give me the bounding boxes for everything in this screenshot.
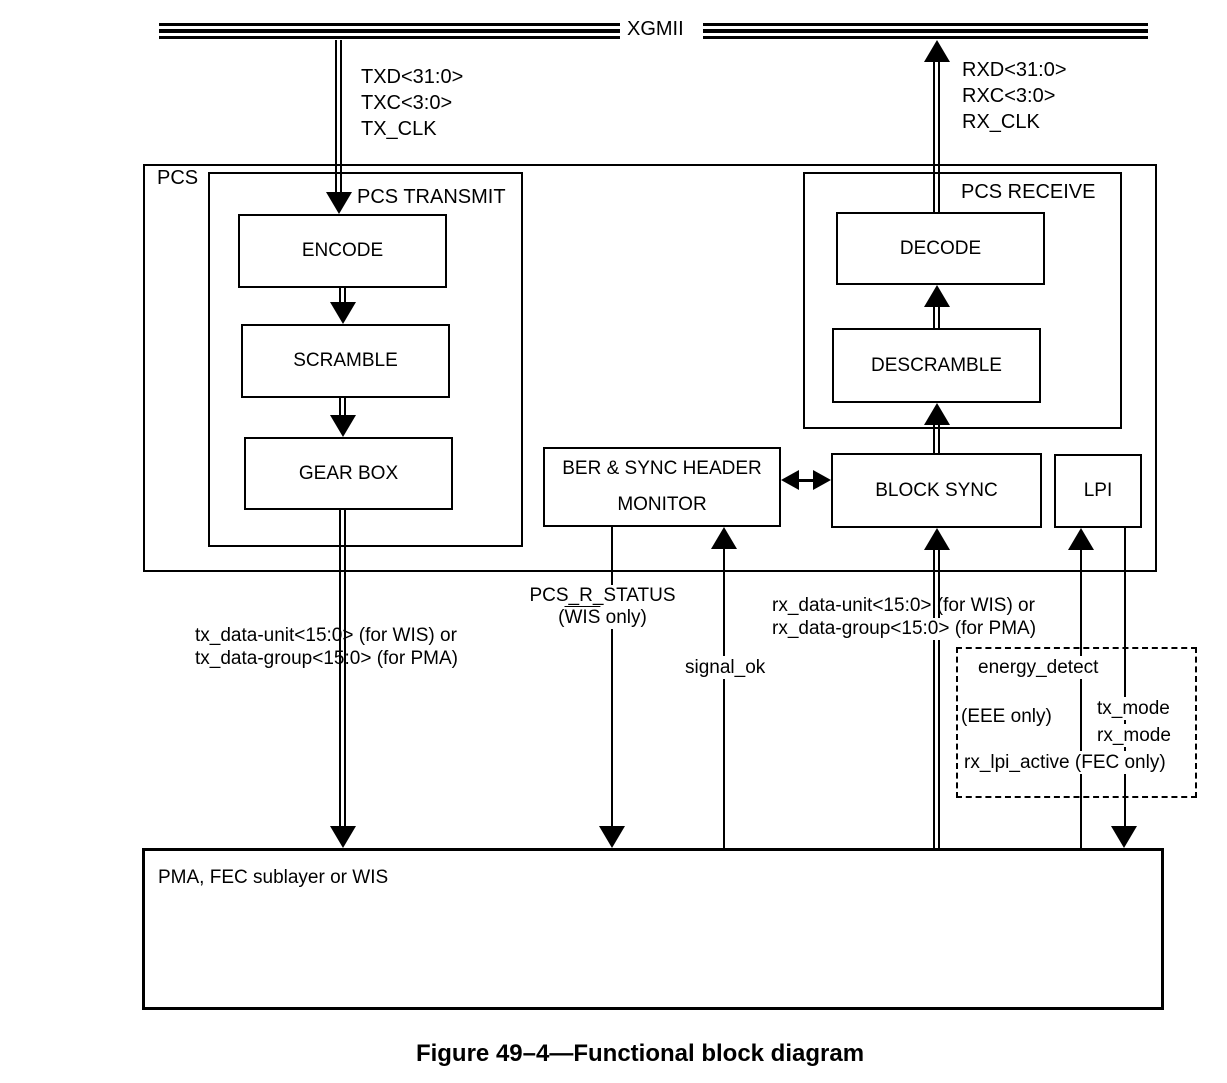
descramble-block: DESCRAMBLE <box>832 328 1041 403</box>
wis-only-text: (WIS only) <box>558 607 647 628</box>
ber-sync-header-monitor-block: BER & SYNC HEADER MONITOR <box>543 447 781 527</box>
pcs-r-status-text: PCS_R_STATUS <box>529 585 676 606</box>
eee-only-label: (EEE only) <box>961 705 1052 728</box>
tx-signal: TX_CLK <box>361 118 437 140</box>
scramble-to-gearbox-line <box>339 398 346 416</box>
pma-label: PMA, FEC sublayer or WIS <box>158 867 389 888</box>
gear-box-label: GEAR BOX <box>298 462 399 484</box>
down-arrowhead-icon <box>330 302 356 324</box>
tx-data-label-line1: tx_data-unit<15:0> (for WIS) or <box>195 625 457 646</box>
tx-data-label: tx_data-unit<15:0> (for WIS) or tx_data-… <box>195 624 458 670</box>
gear-box-block: GEAR BOX <box>244 437 453 510</box>
block-sync-block: BLOCK SYNC <box>831 453 1042 528</box>
rx-lpi-active-label: rx_lpi_active (FEC only) <box>964 751 1166 774</box>
signal-ok-label: signal_ok <box>685 656 766 679</box>
gearbox-to-pma-line <box>339 624 346 670</box>
encode-block: ENCODE <box>238 214 447 288</box>
xgmii-bus-right <box>703 23 1148 26</box>
tx-mode-label: tx_mode <box>1097 697 1170 720</box>
down-arrowhead-icon <box>330 826 356 848</box>
pcs-r-status-line <box>611 527 613 827</box>
pcs-box <box>143 164 1157 572</box>
tx-interface-signals: TXD<31:0> TXC<3:0> TX_CLK <box>361 64 463 142</box>
tx-signal: TXD<31:0> <box>361 66 464 88</box>
rx-signal: RXC<3:0> <box>962 85 1056 107</box>
pcs-transmit-label: PCS TRANSMIT <box>357 186 506 208</box>
down-arrowhead-icon <box>1111 826 1137 848</box>
lpi-block: LPI <box>1054 454 1142 528</box>
blocksync-to-descramble-line <box>933 424 940 453</box>
xgmii-to-encode-line <box>335 40 342 196</box>
up-arrowhead-icon <box>924 40 950 62</box>
pcs-label: PCS <box>157 167 199 189</box>
xgmii-bus-left <box>159 23 620 26</box>
rx-signal: RX_CLK <box>962 111 1040 133</box>
up-arrowhead-icon <box>924 403 950 425</box>
lpi-to-pma-line <box>1124 528 1126 826</box>
figure-caption: Figure 49–4—Functional block diagram <box>415 1040 865 1067</box>
xgmii-bus-left <box>159 29 620 33</box>
rx-signal: RXD<31:0> <box>962 59 1067 81</box>
energy-detect-dashed-box <box>956 647 1197 798</box>
pcs-receive-box <box>803 172 1122 429</box>
scramble-block: SCRAMBLE <box>241 324 450 398</box>
tx-data-label-line2: tx_data-group<15:0> (for PMA) <box>195 648 458 669</box>
scramble-label: SCRAMBLE <box>293 350 398 371</box>
xgmii-bus-right <box>703 29 1148 33</box>
encode-label: ENCODE <box>301 240 384 261</box>
down-arrowhead-icon <box>599 826 625 848</box>
block-sync-label: BLOCK SYNC <box>875 479 998 501</box>
up-arrowhead-icon <box>1068 528 1094 550</box>
pcs-transmit-box <box>208 172 523 547</box>
pma-to-blocksync-line <box>933 547 940 848</box>
energy-detect-label: energy_detect <box>978 656 1099 679</box>
rx-interface-signals: RXD<31:0> RXC<3:0> RX_CLK <box>962 57 1067 135</box>
rx-data-label-line2: rx_data-group<15:0> (for PMA) <box>772 618 1037 639</box>
pma-box <box>142 848 1164 1010</box>
rx-data-label-line1: rx_data-unit<15:0> (for WIS) or <box>772 595 1035 616</box>
ber-blocksync-arrow-shaft <box>796 479 816 482</box>
decode-block: DECODE <box>836 212 1045 285</box>
pcs-r-status-label: PCS_R_STATUS (WIS only) <box>520 585 685 629</box>
down-arrowhead-icon <box>330 415 356 437</box>
pma-to-lpi-line <box>1080 548 1082 848</box>
ber-monitor-label-line1: BER & SYNC HEADER <box>562 458 762 479</box>
descramble-label: DESCRAMBLE <box>871 354 1002 376</box>
decode-label: DECODE <box>899 237 982 259</box>
decode-to-xgmii-line <box>933 62 940 212</box>
encode-to-scramble-line <box>339 288 346 304</box>
pcs-receive-label: PCS RECEIVE <box>961 181 1096 203</box>
up-arrowhead-icon <box>924 528 950 550</box>
lpi-label: LPI <box>1083 480 1113 501</box>
right-arrowhead-icon <box>813 470 831 490</box>
xgmii-label: XGMII <box>627 18 684 40</box>
rx-mode-label: rx_mode <box>1097 724 1171 747</box>
descramble-to-decode-line <box>933 306 940 328</box>
wis-overlined-text: WIS <box>564 607 601 628</box>
left-arrowhead-icon <box>781 470 799 490</box>
rx-data-label: rx_data-unit<15:0> (for WIS) or rx_data-… <box>772 594 1037 640</box>
signal-ok-line <box>723 548 725 848</box>
tx-signal: TXC<3:0> <box>361 92 453 114</box>
xgmii-bus-left <box>159 36 620 39</box>
down-arrowhead-icon <box>326 192 352 214</box>
pma-to-blocksync-line <box>933 594 940 618</box>
ber-monitor-label-line2: MONITOR <box>617 494 707 515</box>
xgmii-bus-right <box>703 36 1148 39</box>
up-arrowhead-icon <box>711 527 737 549</box>
up-arrowhead-icon <box>924 285 950 307</box>
